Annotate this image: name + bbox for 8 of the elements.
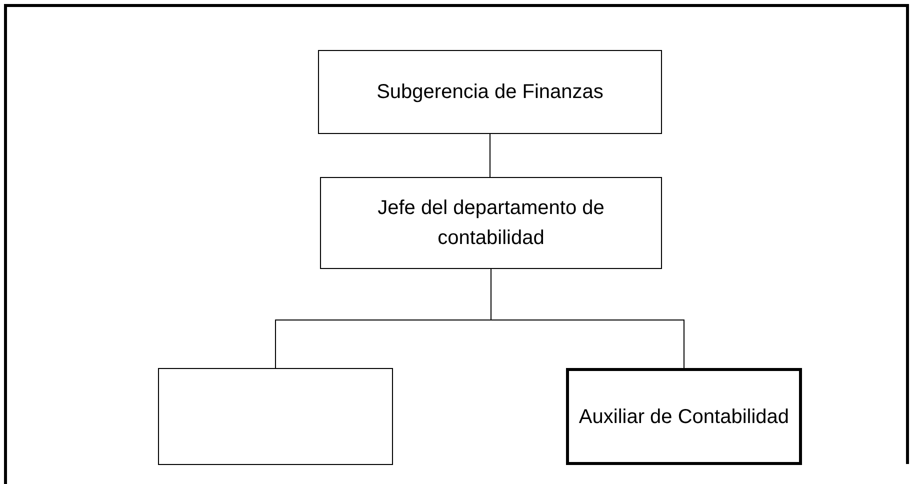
box-label: Auxiliar de Contabilidad bbox=[578, 404, 790, 430]
empty-box bbox=[158, 368, 393, 465]
org-box bbox=[566, 368, 802, 465]
org-box bbox=[318, 50, 662, 134]
box-label: Jefe del departamento de contabilidad bbox=[376, 196, 606, 251]
box-label: Subgerencia de Finanzas bbox=[376, 80, 604, 105]
org-box bbox=[320, 177, 662, 269]
connector-line bbox=[490, 268, 684, 368]
